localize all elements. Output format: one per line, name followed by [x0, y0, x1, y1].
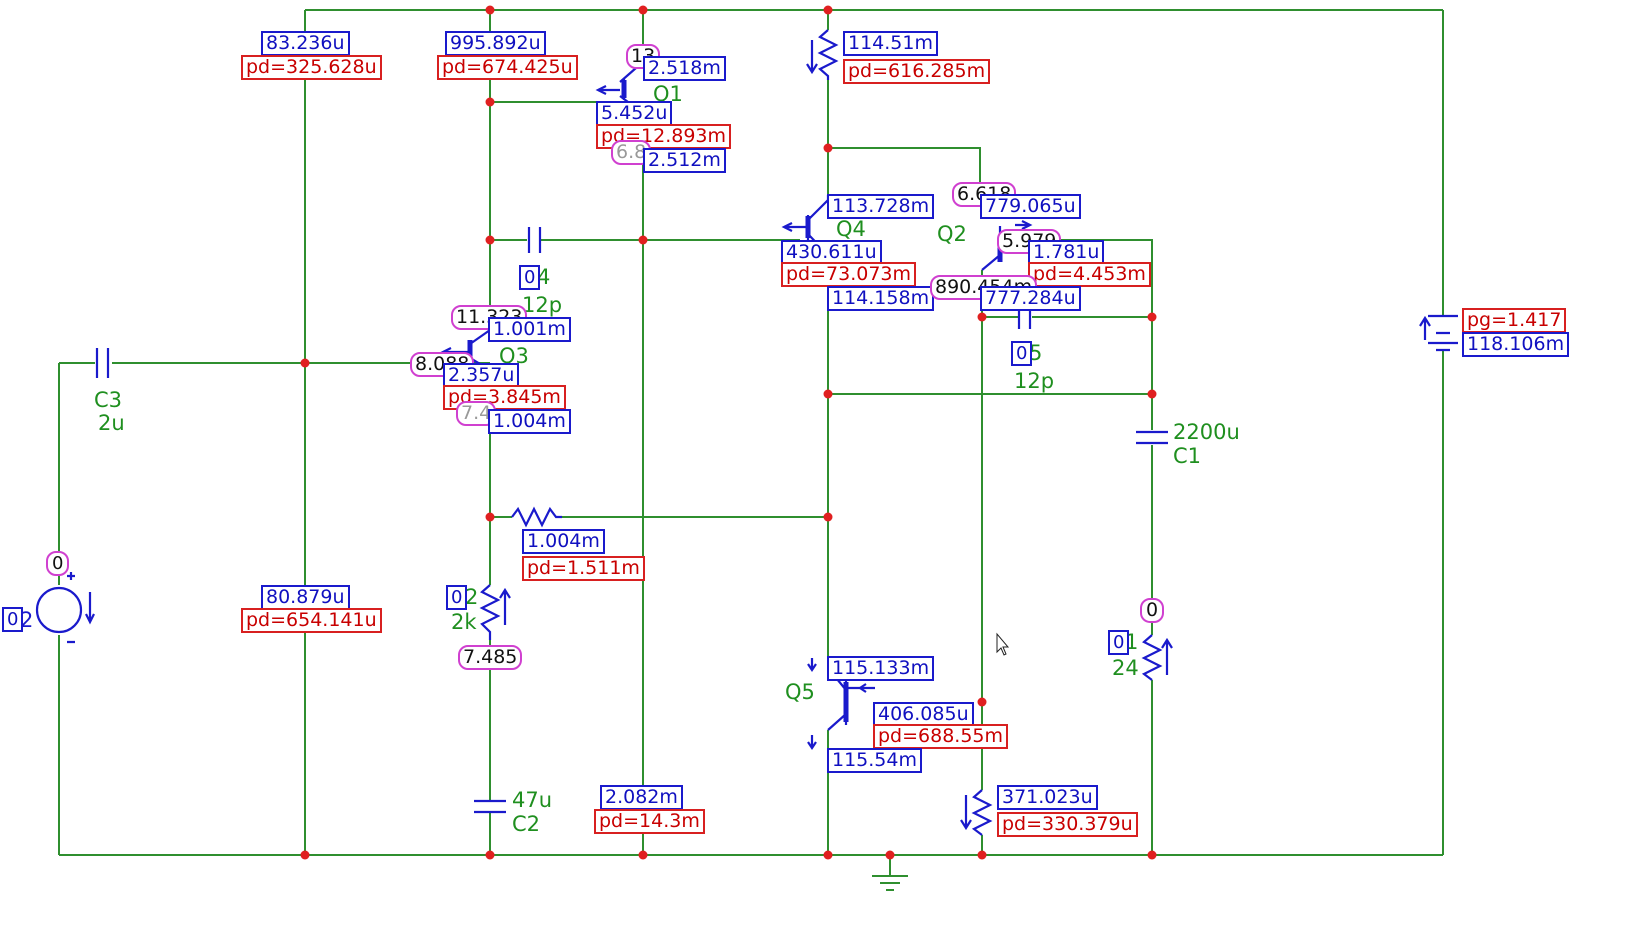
r-mid-top-power[interactable]: pd=674.425u: [437, 55, 578, 80]
q3-emitter-current[interactable]: 1.004m: [488, 409, 571, 434]
source-node[interactable]: 0: [46, 551, 70, 576]
c5-value: 12p: [1014, 369, 1055, 393]
q2-name: Q2: [937, 222, 967, 246]
r1-index[interactable]: 0: [1108, 630, 1130, 655]
r1-value: 24: [1112, 656, 1139, 680]
load-voltage[interactable]: 0: [1140, 598, 1165, 623]
q2-power[interactable]: pd=4.453m: [1028, 262, 1151, 287]
source-marks: [67, 572, 95, 644]
r-left-bottom-power[interactable]: pd=654.141u: [241, 608, 382, 633]
c1-name: C1: [1173, 444, 1202, 468]
r-q1e-power[interactable]: pd=14.3m: [594, 809, 705, 834]
r2-index[interactable]: 0: [446, 585, 468, 610]
r-bottom-current[interactable]: 371.023u: [997, 785, 1098, 810]
r2-name: 2: [465, 585, 479, 609]
q5-emitter-current[interactable]: 115.54m: [827, 748, 922, 773]
rfb-power[interactable]: pd=1.511m: [522, 556, 645, 581]
r-q1e-current[interactable]: 2.082m: [600, 785, 683, 810]
c5-index[interactable]: 0: [1011, 341, 1033, 366]
components: [95, 29, 1458, 836]
r-mid-top-current[interactable]: 995.892u: [445, 31, 546, 56]
q5-base-current[interactable]: 406.085u: [873, 702, 974, 727]
r2-value: 2k: [451, 610, 477, 634]
q2-emitter-current[interactable]: 777.284u: [980, 286, 1081, 311]
junction-dots: [300, 5, 1157, 860]
pot-top-power[interactable]: pd=616.285m: [843, 59, 991, 84]
q5-collector-current[interactable]: 115.133m: [827, 656, 935, 681]
ground-symbol: [872, 875, 908, 891]
q4-name: Q4: [836, 217, 866, 241]
r-left-bottom-current[interactable]: 80.879u: [261, 585, 350, 610]
battery-current[interactable]: 118.106m: [1462, 332, 1570, 357]
q1-emitter-current[interactable]: 2.512m: [643, 148, 726, 173]
r2-voltage[interactable]: 7.485: [458, 645, 523, 670]
c3-value: 2u: [98, 411, 125, 435]
c1-value: 2200u: [1173, 420, 1240, 444]
q5-name: Q5: [785, 680, 815, 704]
q4-power[interactable]: pd=73.073m: [781, 262, 917, 287]
mouse-cursor-icon: [996, 632, 1010, 656]
battery-power[interactable]: pg=1.417: [1462, 308, 1567, 333]
c2-name: C2: [512, 812, 541, 836]
c2-value: 47u: [512, 788, 553, 812]
source-index[interactable]: 0: [2, 607, 24, 632]
q1-base-current[interactable]: 5.452u: [596, 101, 673, 126]
q2-collector-current[interactable]: 779.065u: [980, 194, 1081, 219]
voltage-source-icon: [35, 586, 83, 634]
r-left-top-power[interactable]: pd=325.628u: [241, 55, 382, 80]
c3-name: C3: [94, 388, 123, 412]
rfb-current[interactable]: 1.004m: [522, 529, 605, 554]
r-left-top-current[interactable]: 83.236u: [261, 31, 350, 56]
q3-base-current[interactable]: 2.357u: [443, 363, 520, 388]
r-bottom-power[interactable]: pd=330.379u: [997, 812, 1138, 837]
c4-index[interactable]: 0: [519, 265, 541, 290]
q1-collector-current[interactable]: 2.518m: [643, 56, 726, 81]
q4-emitter-current[interactable]: 114.158m: [827, 286, 935, 311]
pot-top-current[interactable]: 114.51m: [843, 31, 938, 56]
q4-base-current[interactable]: 430.611u: [781, 240, 882, 265]
q5-power[interactable]: pd=688.55m: [873, 724, 1009, 749]
c4-value: 12p: [522, 293, 563, 317]
q4-collector-current[interactable]: 113.728m: [827, 194, 935, 219]
q3-collector-current[interactable]: 1.001m: [488, 317, 571, 342]
